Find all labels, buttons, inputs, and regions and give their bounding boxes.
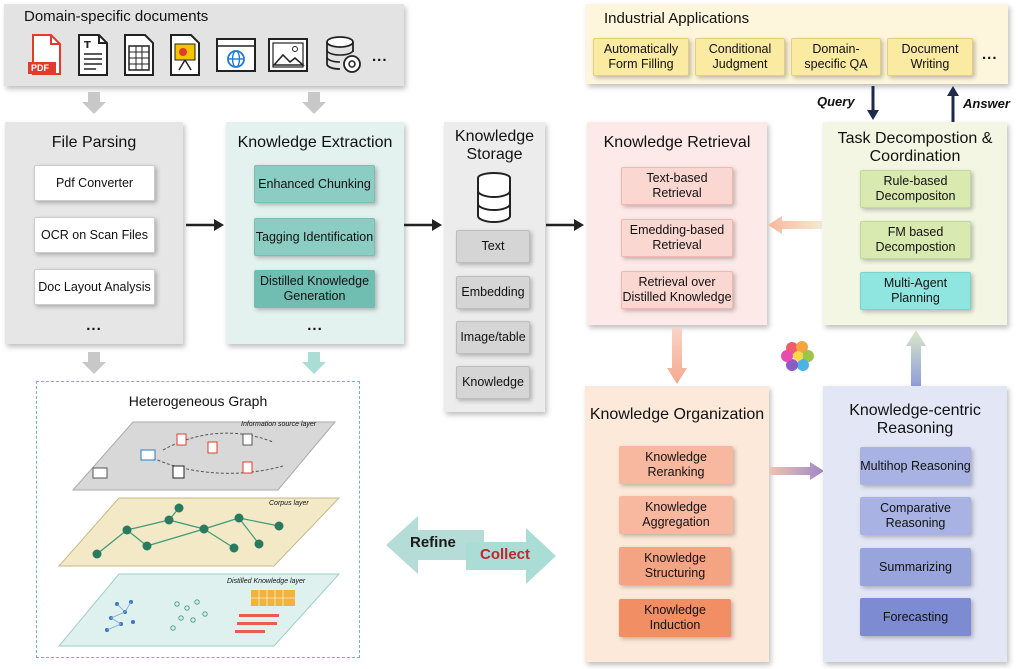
knowledge-retrieval-title: Knowledge Retrieval bbox=[603, 134, 751, 151]
answer-arrow bbox=[947, 86, 959, 122]
task-decomposition-title: Task Decompostion & Coordination bbox=[837, 130, 993, 165]
corpus-layer bbox=[57, 497, 341, 567]
pdf-file-icon: PDF bbox=[28, 34, 64, 76]
arrow-extraction-to-storage bbox=[404, 219, 442, 231]
knowledge-storage-panel: Knowledge Storage Text Embedding Image/t… bbox=[444, 122, 545, 412]
web-page-icon bbox=[216, 38, 256, 72]
knowledge-organization-panel: Knowledge Organization Knowledge Reranki… bbox=[585, 386, 769, 662]
fm-based-decomposition-box: FM based Decompostion bbox=[860, 221, 971, 259]
doc-layout-analysis-box: Doc Layout Analysis bbox=[34, 269, 155, 305]
pdf-label: PDF bbox=[31, 63, 49, 73]
knowledge-induction-box: Knowledge Induction bbox=[619, 599, 731, 637]
arrow-parsing-to-extraction bbox=[186, 219, 224, 231]
multi-agent-planning-box: Multi-Agent Planning bbox=[860, 272, 971, 310]
query-label: Query bbox=[817, 94, 855, 109]
knowledge-reranking-box: Knowledge Reranking bbox=[619, 446, 733, 484]
heterogeneous-graph-title: Heterogeneous Graph bbox=[128, 393, 268, 409]
database-gear-icon bbox=[324, 34, 364, 76]
arrow-retrieval-to-organization bbox=[667, 328, 687, 384]
knowledge-extraction-title: Knowledge Extraction bbox=[237, 134, 393, 151]
domain-docs-title: Domain-specific documents bbox=[24, 8, 209, 25]
svg-text:T: T bbox=[84, 40, 91, 51]
summarizing-box: Summarizing bbox=[860, 548, 971, 586]
knowledge-extraction-panel: Knowledge Extraction Enhanced Chunking T… bbox=[226, 122, 404, 344]
rule-based-decomposition-box: Rule-based Decompositon bbox=[860, 170, 971, 208]
text-based-retrieval-box: Text-based Retrieval bbox=[621, 167, 733, 205]
distilled-knowledge-layer-label: Distilled Knowledge layer bbox=[227, 578, 306, 585]
query-arrow bbox=[867, 86, 879, 120]
multihop-reasoning-box: Multihop Reasoning bbox=[860, 447, 971, 485]
forecasting-box: Forecasting bbox=[860, 598, 971, 636]
retrieval-distilled-knowledge-box: Retrieval over Distilled Knowledge bbox=[621, 271, 733, 309]
document-writing-box: Document Writing bbox=[887, 38, 973, 76]
arrow-storage-to-retrieval bbox=[546, 219, 584, 231]
comparative-reasoning-box: Comparative Reasoning bbox=[860, 497, 971, 535]
domain-docs-panel: Domain-specific documents PDF T ... bbox=[4, 4, 404, 86]
pdf-converter-box: Pdf Converter bbox=[34, 165, 155, 201]
arrow-organization-to-reasoning bbox=[770, 462, 824, 480]
storage-knowledge-box: Knowledge bbox=[456, 366, 530, 399]
industrial-apps-more: ... bbox=[982, 46, 998, 63]
storage-embedding-box: Embedding bbox=[456, 276, 530, 309]
answer-label: Answer bbox=[963, 96, 1010, 111]
knowledge-retrieval-panel: Knowledge Retrieval Text-based Retrieval… bbox=[587, 122, 767, 325]
flower-logo-icon bbox=[780, 338, 816, 374]
arrow-docs-to-parsing bbox=[82, 92, 106, 114]
domain-specific-qa-box: Domain-specific QA bbox=[791, 38, 881, 76]
arrow-parsing-to-graph bbox=[82, 352, 106, 374]
task-decomposition-panel: Task Decompostion & Coordination Rule-ba… bbox=[823, 122, 1007, 325]
arrow-decomposition-to-retrieval bbox=[768, 216, 822, 234]
heterogeneous-graph-panel: Heterogeneous Graph Information source l… bbox=[36, 381, 360, 658]
file-parsing-panel: File Parsing Pdf Converter OCR on Scan F… bbox=[5, 122, 183, 344]
form-filling-box: Automatically Form Filling bbox=[593, 38, 689, 76]
knowledge-extraction-more: ... bbox=[307, 317, 323, 334]
knowledge-organization-title: Knowledge Organization bbox=[589, 406, 765, 423]
embedding-based-retrieval-box: Emedding-based Retrieval bbox=[621, 219, 733, 257]
industrial-apps-title: Industrial Applications bbox=[604, 10, 750, 27]
image-icon bbox=[268, 38, 308, 72]
ocr-scan-files-box: OCR on Scan Files bbox=[34, 217, 155, 253]
collect-label: Collect bbox=[480, 546, 531, 563]
distilled-knowledge-generation-box: Distilled Knowledge Generation bbox=[254, 270, 375, 308]
database-icon bbox=[476, 172, 512, 224]
information-source-layer bbox=[71, 421, 337, 491]
distilled-knowledge-layer bbox=[57, 573, 341, 647]
conditional-judgment-box: Conditional Judgment bbox=[695, 38, 785, 76]
arrow-extraction-to-graph bbox=[302, 352, 326, 374]
knowledge-reasoning-panel: Knowledge-centric Reasoning Multihop Rea… bbox=[823, 386, 1007, 662]
knowledge-storage-title: Knowledge Storage bbox=[454, 128, 535, 163]
arrow-docs-to-extraction bbox=[302, 92, 326, 114]
file-parsing-title: File Parsing bbox=[51, 134, 137, 151]
enhanced-chunking-box: Enhanced Chunking bbox=[254, 165, 375, 203]
presentation-icon bbox=[168, 34, 204, 76]
storage-text-box: Text bbox=[456, 230, 530, 263]
storage-image-table-box: Image/table bbox=[456, 321, 530, 354]
knowledge-aggregation-box: Knowledge Aggregation bbox=[619, 496, 733, 534]
arrow-reasoning-to-decomposition bbox=[906, 330, 926, 386]
knowledge-structuring-box: Knowledge Structuring bbox=[619, 547, 731, 585]
information-source-layer-label: Information source layer bbox=[241, 421, 317, 428]
refine-label: Refine bbox=[410, 534, 456, 551]
more-documents: ... bbox=[372, 48, 388, 65]
collect-arrow bbox=[466, 528, 556, 584]
corpus-layer-label: Corpus layer bbox=[269, 500, 309, 507]
tagging-identification-box: Tagging Identification bbox=[254, 218, 375, 256]
refine-arrow bbox=[386, 516, 484, 574]
knowledge-reasoning-title: Knowledge-centric Reasoning bbox=[849, 402, 981, 437]
industrial-apps-panel: Industrial Applications Automatically Fo… bbox=[586, 4, 1008, 84]
spreadsheet-icon bbox=[122, 34, 156, 76]
text-document-icon: T bbox=[76, 34, 110, 76]
file-parsing-more: ... bbox=[86, 317, 102, 334]
